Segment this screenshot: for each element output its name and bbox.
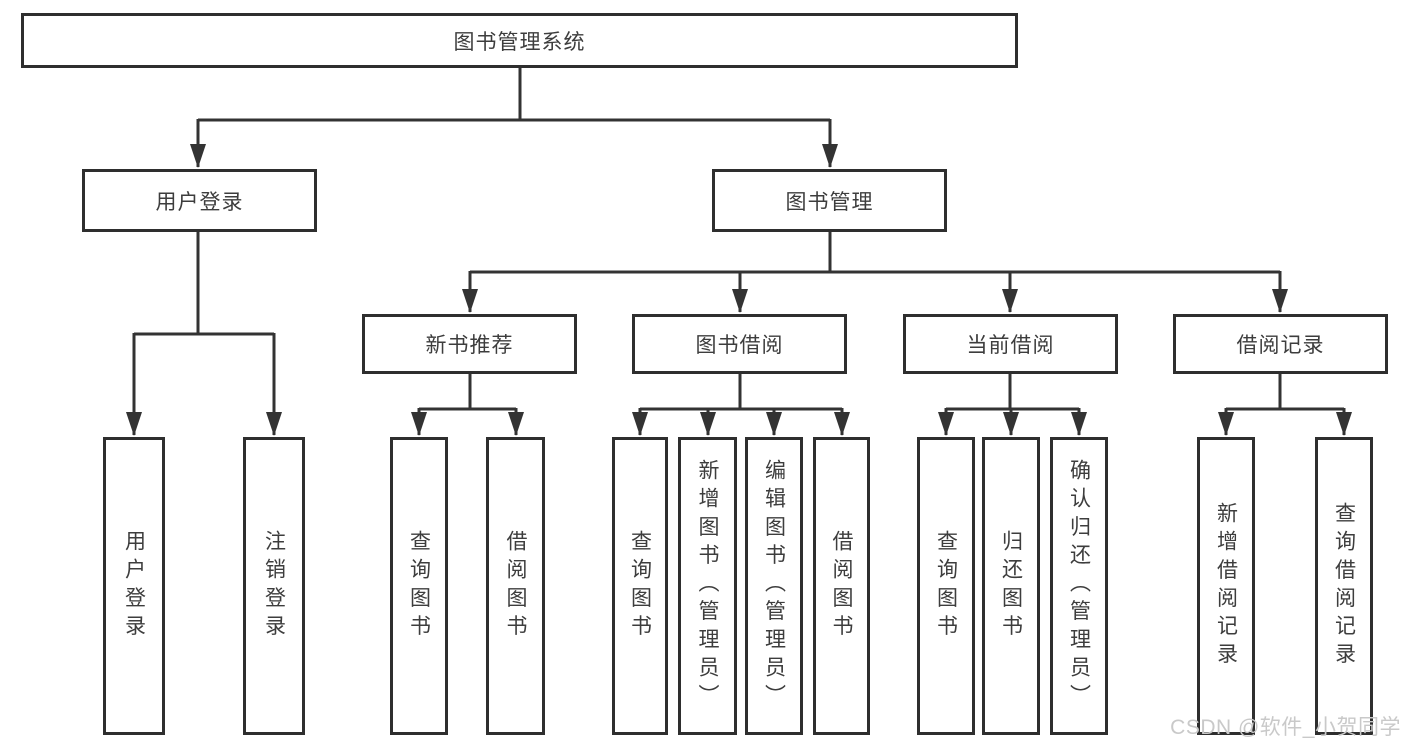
node-book-management: 图书管理 bbox=[712, 169, 947, 232]
node-new-book-recommendation: 新书推荐 bbox=[362, 314, 577, 374]
leaf-br-search-record: 查询借阅记录 bbox=[1315, 437, 1373, 735]
leaf-user-login-label: 用户登录 bbox=[122, 529, 146, 643]
node-book-borrowing-label: 图书借阅 bbox=[695, 334, 784, 357]
leaf-cb-confirm-return-admin-label: 确认归还（管理员） bbox=[1067, 459, 1091, 713]
csdn-watermark: CSDN @软件_小贺同学 bbox=[1170, 716, 1401, 739]
node-library-management-system: 图书管理系统 bbox=[21, 13, 1018, 68]
node-current-borrowing-label: 当前借阅 bbox=[966, 334, 1055, 357]
leaf-bb-edit-books-admin-label: 编辑图书（管理员） bbox=[762, 459, 786, 713]
leaf-br-add-record: 新增借阅记录 bbox=[1197, 437, 1255, 735]
leaf-br-search-record-label: 查询借阅记录 bbox=[1332, 501, 1356, 671]
leaf-br-add-record-label: 新增借阅记录 bbox=[1214, 501, 1238, 671]
leaf-logout-label: 注销登录 bbox=[262, 529, 286, 643]
leaf-cb-search-books-label: 查询图书 bbox=[934, 529, 958, 643]
node-user-login-label: 用户登录 bbox=[155, 190, 244, 214]
leaf-cb-confirm-return-admin: 确认归还（管理员） bbox=[1050, 437, 1108, 735]
leaf-bb-add-books-admin: 新增图书（管理员） bbox=[678, 437, 737, 735]
leaf-bb-add-books-admin-label: 新增图书（管理员） bbox=[696, 459, 719, 713]
leaf-bb-borrow-books-label: 借阅图书 bbox=[830, 529, 853, 643]
node-current-borrowing: 当前借阅 bbox=[903, 314, 1118, 374]
leaf-cb-search-books: 查询图书 bbox=[917, 437, 975, 735]
leaf-bb-borrow-books: 借阅图书 bbox=[813, 437, 870, 735]
node-book-borrowing: 图书借阅 bbox=[632, 314, 847, 374]
leaf-bb-edit-books-admin: 编辑图书（管理员） bbox=[745, 437, 803, 735]
leaf-bb-search-books: 查询图书 bbox=[612, 437, 668, 735]
leaf-cb-return-books: 归还图书 bbox=[982, 437, 1040, 735]
leaf-user-login: 用户登录 bbox=[103, 437, 165, 735]
node-borrowing-records: 借阅记录 bbox=[1173, 314, 1388, 374]
node-book-management-label: 图书管理 bbox=[785, 190, 874, 214]
leaf-nbr-search-books-label: 查询图书 bbox=[407, 529, 431, 643]
leaf-nbr-borrow-books: 借阅图书 bbox=[486, 437, 545, 735]
leaf-bb-search-books-label: 查询图书 bbox=[628, 529, 652, 643]
node-new-book-recommendation-label: 新书推荐 bbox=[425, 334, 514, 357]
node-library-management-system-label: 图书管理系统 bbox=[453, 30, 586, 54]
leaf-logout: 注销登录 bbox=[243, 437, 305, 735]
node-user-login: 用户登录 bbox=[82, 169, 317, 232]
leaf-nbr-borrow-books-label: 借阅图书 bbox=[504, 529, 527, 643]
leaf-nbr-search-books: 查询图书 bbox=[390, 437, 448, 735]
node-borrowing-records-label: 借阅记录 bbox=[1236, 334, 1325, 357]
leaf-cb-return-books-label: 归还图书 bbox=[999, 529, 1023, 643]
